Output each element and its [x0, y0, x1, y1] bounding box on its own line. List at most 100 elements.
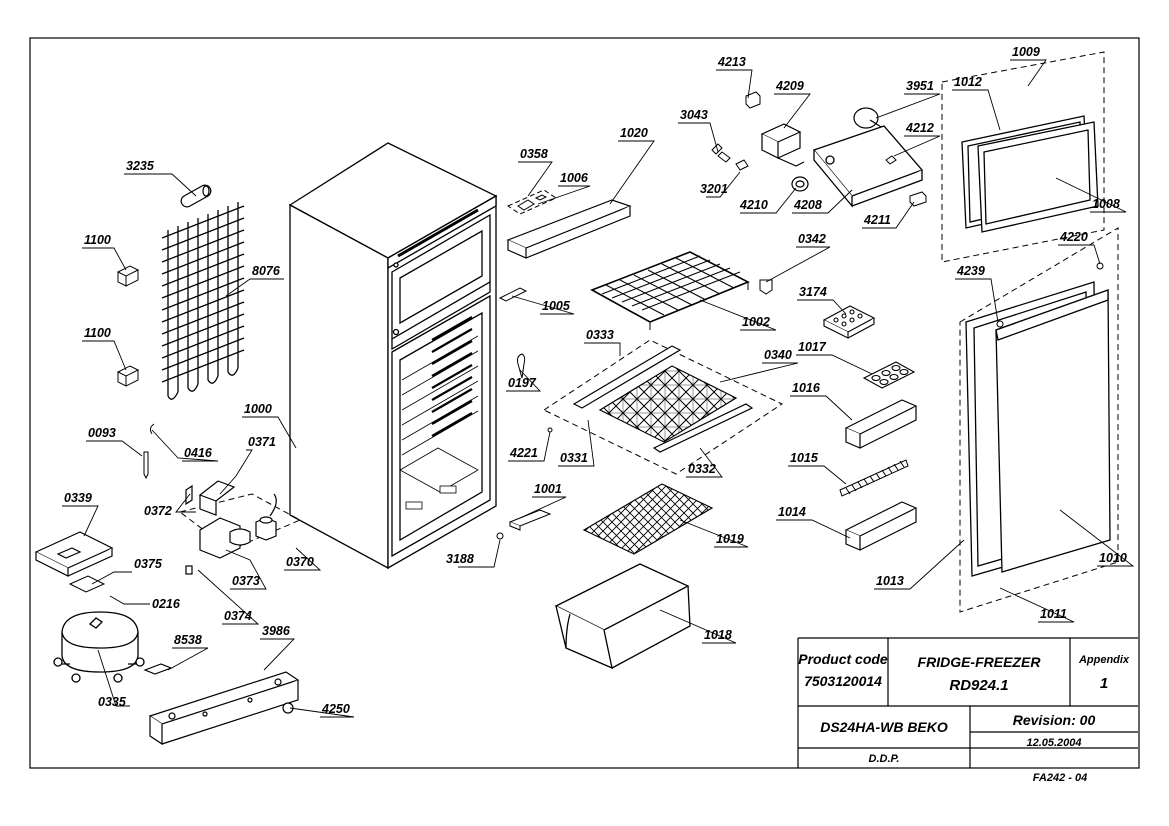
label-0335: 0335 — [98, 695, 127, 709]
compressor-tray — [34, 531, 114, 577]
wire-shelf — [590, 251, 750, 330]
label-0373: 0373 — [232, 574, 260, 588]
label-4221: 4221 — [509, 446, 538, 460]
label-1013: 1013 — [876, 574, 904, 588]
label-0216: 0216 — [152, 597, 181, 611]
label-0331: 0331 — [560, 451, 588, 465]
door-stopper — [547, 427, 553, 433]
condenser — [161, 202, 245, 400]
ice-tray — [862, 361, 916, 389]
switch-clip — [745, 91, 761, 109]
freezer-door-group — [941, 51, 1105, 263]
label-0340: 0340 — [764, 348, 792, 362]
leader-lines — [62, 59, 1135, 718]
title-block — [797, 637, 1138, 768]
label-8076: 8076 — [252, 264, 281, 278]
label-3235: 3235 — [126, 159, 155, 173]
knob — [791, 176, 809, 192]
crisper-cover — [582, 483, 714, 555]
label-4210: 4210 — [739, 198, 768, 212]
label-0339: 0339 — [64, 491, 92, 505]
crisper-drawer — [554, 563, 691, 670]
product-name: FRIDGE-FREEZER — [918, 654, 1042, 670]
lamp-switch — [885, 155, 897, 165]
label-1011: 1011 — [1040, 607, 1067, 621]
thermostat — [760, 123, 805, 167]
label-1016: 1016 — [792, 381, 821, 395]
label-1017: 1017 — [798, 340, 827, 354]
label-3951: 3951 — [906, 79, 934, 93]
relay-assembly — [178, 480, 302, 575]
label-3174: 3174 — [799, 285, 827, 299]
compressor — [53, 611, 145, 683]
label-0374: 0374 — [224, 609, 252, 623]
label-1018: 1018 — [704, 628, 732, 642]
label-1014: 1014 — [778, 505, 806, 519]
model-number: RD924.1 — [949, 677, 1008, 694]
label-1008: 1008 — [1092, 197, 1120, 211]
department: D.D.P. — [869, 753, 900, 765]
condenser-bracket-upper — [116, 265, 140, 287]
label-0332: 0332 — [688, 462, 716, 476]
label-4209: 4209 — [775, 79, 804, 93]
thermostat-bracket — [506, 189, 558, 215]
label-0370: 0370 — [286, 555, 314, 569]
product-code-label: Product code — [798, 651, 888, 667]
label-1005: 1005 — [542, 299, 571, 313]
appendix-value: 1 — [1100, 675, 1108, 692]
label-1006: 1006 — [560, 171, 589, 185]
fridge-door-group — [959, 227, 1119, 613]
label-4212: 4212 — [905, 121, 934, 135]
label-1015: 1015 — [790, 451, 819, 465]
cabinet — [288, 142, 498, 570]
label-1100-upper: 1100 — [84, 233, 111, 247]
lamp — [517, 353, 526, 379]
bottle-guard — [839, 459, 909, 497]
label-0197: 0197 — [508, 376, 537, 390]
thermostat-knob — [711, 143, 731, 163]
label-1002: 1002 — [742, 315, 770, 329]
bimetal-probe — [143, 423, 155, 480]
label-0416: 0416 — [184, 446, 213, 460]
label-0372: 0372 — [144, 504, 172, 518]
compressor-bracket — [143, 663, 300, 746]
door-shelf-lower — [844, 501, 918, 551]
door-shelf-upper — [844, 399, 918, 449]
drawing-number: FA242 - 04 — [1033, 772, 1087, 784]
shelf-clip — [759, 279, 773, 295]
label-0093: 0093 — [88, 426, 116, 440]
label-3201: 3201 — [700, 182, 728, 196]
egg-tray — [822, 305, 876, 339]
label-4250: 4250 — [321, 702, 350, 716]
handle-cap — [996, 320, 1004, 328]
relay-pad — [68, 575, 106, 593]
label-4208: 4208 — [793, 198, 822, 212]
drawing-frame — [29, 37, 1140, 769]
label-4213: 4213 — [717, 55, 746, 69]
label-4211: 4211 — [863, 213, 891, 227]
label-4239: 4239 — [956, 264, 985, 278]
label-3043: 3043 — [680, 108, 708, 122]
thermostat-housing — [812, 125, 924, 208]
label-3986: 3986 — [262, 624, 291, 638]
label-3188: 3188 — [446, 552, 474, 566]
glass-shelf-assembly — [542, 339, 784, 475]
label-1000: 1000 — [244, 402, 272, 416]
label-0358: 0358 — [520, 147, 548, 161]
lamp-holder — [735, 159, 749, 171]
shelf-support — [498, 287, 528, 302]
top-cover — [506, 199, 632, 259]
date: 12.05.2004 — [1026, 737, 1081, 749]
label-1020: 1020 — [620, 126, 648, 140]
label-0342: 0342 — [798, 232, 826, 246]
label-0375: 0375 — [134, 557, 163, 571]
label-1001: 1001 — [534, 482, 562, 496]
condenser-bracket-lower — [116, 365, 140, 387]
label-1019: 1019 — [716, 532, 744, 546]
revision: Revision: 00 — [1013, 712, 1096, 728]
label-1009: 1009 — [1012, 45, 1040, 59]
part-labels: 3235 1100 8076 1100 1000 0093 0416 0371 … — [64, 45, 1127, 716]
label-1010: 1010 — [1099, 551, 1127, 565]
label-8538: 8538 — [174, 633, 202, 647]
